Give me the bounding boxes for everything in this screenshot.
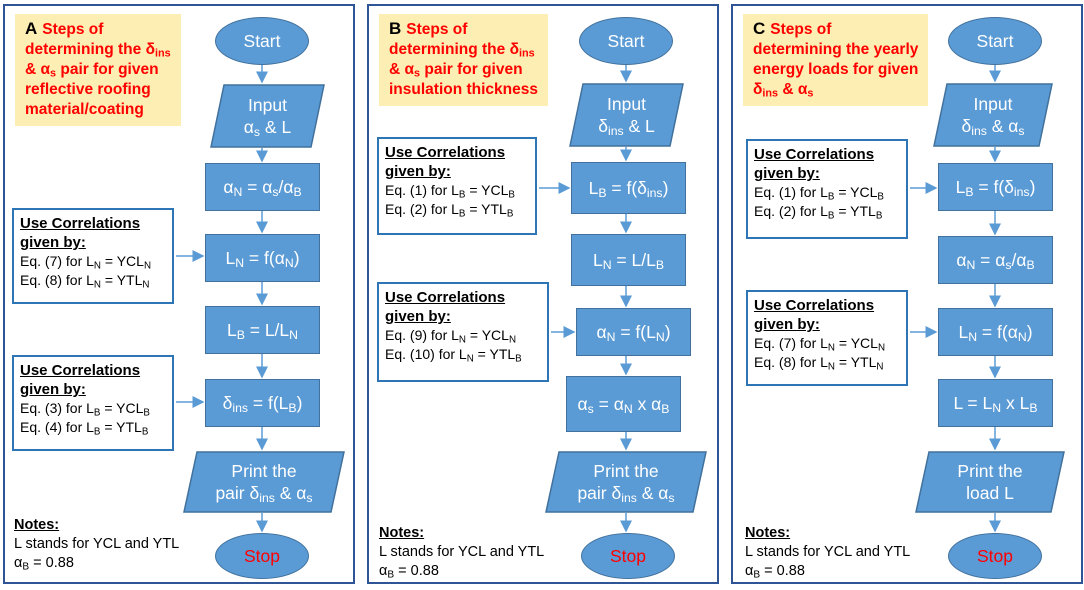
step-node-3: LN = f(αN)	[938, 308, 1053, 356]
step-node-4: L = LN x LB	[938, 379, 1053, 427]
parallelogram-shape	[569, 83, 684, 147]
parallelogram-shape	[183, 451, 345, 513]
step-node-1: LB = f(δins)	[571, 162, 686, 214]
step-node-2: LN = f(αN)	[205, 234, 320, 282]
parallelogram-shape	[915, 451, 1065, 513]
flow-arrows	[910, 65, 1001, 533]
notes: Notes: L stands for YCL and YTL αB = 0.8…	[14, 517, 180, 573]
step-node-4: δins = f(LB)	[205, 379, 320, 427]
stop-node: Stop	[948, 533, 1042, 579]
start-node: Start	[948, 17, 1042, 65]
notes: Notes: L stands for YCL and YTL αB = 0.8…	[745, 525, 911, 581]
parallelogram-shape	[210, 84, 325, 148]
panel-letter: A	[25, 19, 38, 38]
panel-letter: B	[389, 19, 402, 38]
step-node-2: LN = L/LB	[571, 234, 686, 286]
step-node-4: αs = αN x αB	[566, 376, 681, 432]
step-node-3: LB = L/LN	[205, 306, 320, 354]
step-node-1: αN = αs/αB	[205, 163, 320, 211]
parallelogram-shape	[545, 451, 707, 513]
stop-node: Stop	[215, 533, 309, 579]
step-node-2: αN = αs/αB	[938, 236, 1053, 284]
step-node-1: LB = f(δins)	[938, 163, 1053, 211]
start-node: Start	[215, 17, 309, 65]
start-node: Start	[579, 17, 673, 65]
flow-arrows	[176, 65, 268, 533]
parallelogram-shape	[933, 83, 1053, 147]
notes: Notes: L stands for YCL and YTL αB = 0.8…	[379, 525, 545, 581]
step-node-3: αN = f(LN)	[576, 308, 691, 356]
flow-arrows	[539, 65, 632, 533]
panel-letter: C	[753, 19, 766, 38]
stop-node: Stop	[581, 533, 675, 579]
